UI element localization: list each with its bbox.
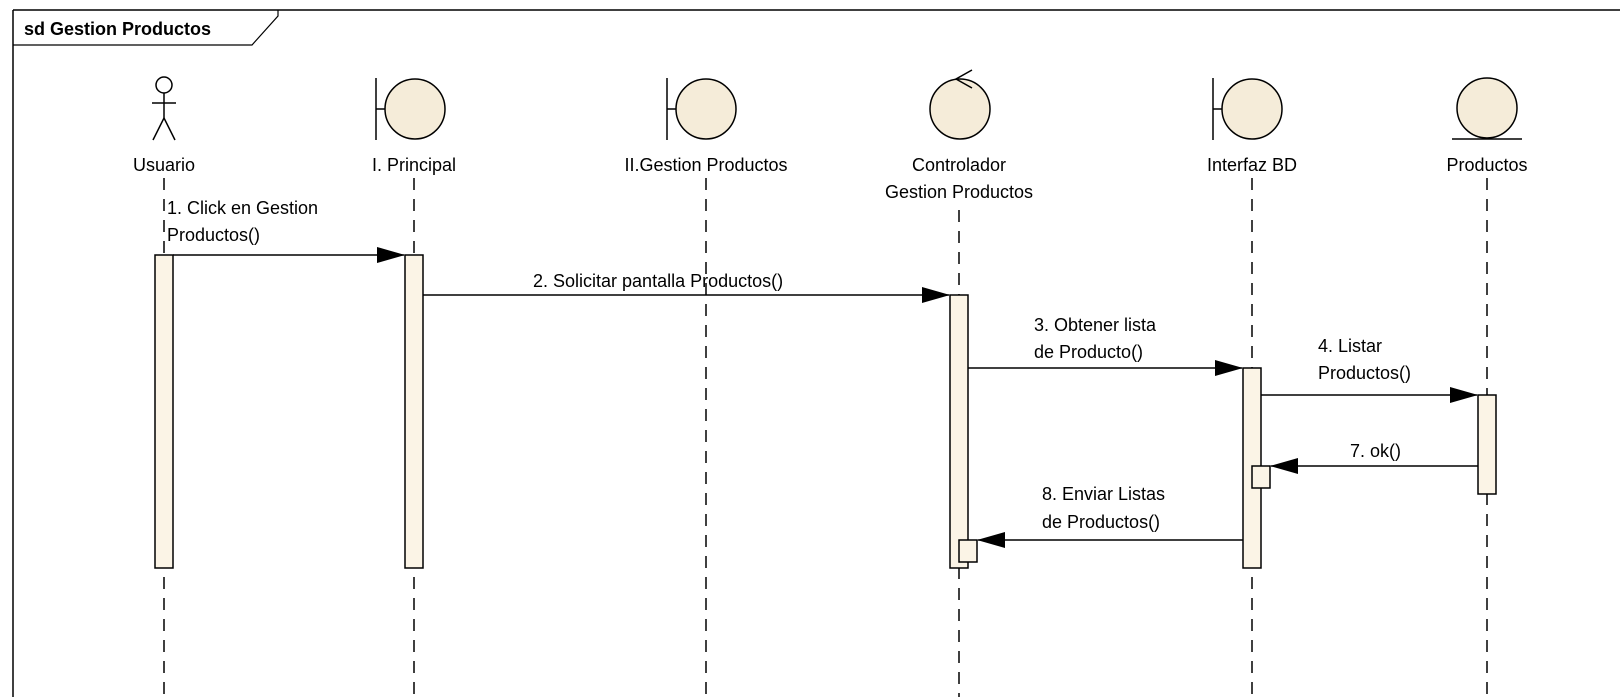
activation-controlador: [949, 294, 969, 569]
message-1-label-2: Productos(): [167, 225, 260, 245]
activation-principal: [404, 254, 424, 569]
message-3: 3. Obtener lista de Producto(): [968, 315, 1243, 376]
message-3-label: 3. Obtener lista: [1034, 315, 1157, 335]
label-productos: Productos: [1446, 155, 1527, 175]
message-7: 7. ok(): [1270, 441, 1478, 474]
control-icon: [929, 69, 991, 140]
boundary-icon: [666, 78, 737, 140]
frame-title: sd Gestion Productos: [24, 19, 211, 39]
message-4: 4. Listar Productos(): [1261, 336, 1478, 403]
activation-controlador-nested: [958, 539, 978, 563]
message-1: 1. Click en Gestion Productos(): [167, 198, 405, 263]
message-1-label: 1. Click en Gestion: [167, 198, 318, 218]
boundary-icon: [1212, 78, 1283, 140]
activations: [154, 254, 1497, 569]
message-4-label-2: Productos(): [1318, 363, 1411, 383]
message-2: 2. Solicitar pantalla Productos(): [423, 271, 950, 303]
message-4-label: 4. Listar: [1318, 336, 1382, 356]
participant-labels: Usuario I. Principal II.Gestion Producto…: [133, 155, 1528, 202]
activation-interfaz-nested: [1251, 465, 1271, 489]
boundary-icon: [375, 78, 446, 140]
message-8-label-2: de Productos(): [1042, 512, 1160, 532]
message-3-label-2: de Producto(): [1034, 342, 1143, 362]
lifelines: [163, 178, 1488, 697]
label-usuario: Usuario: [133, 155, 195, 175]
label-gestion-productos: II.Gestion Productos: [624, 155, 787, 175]
message-8: 8. Enviar Listas de Productos(): [977, 484, 1243, 548]
label-controlador-2: Gestion Productos: [885, 182, 1033, 202]
label-controlador: Controlador: [912, 155, 1006, 175]
message-8-label: 8. Enviar Listas: [1042, 484, 1165, 504]
entity-icon: [1452, 77, 1522, 140]
label-interfaz-bd: Interfaz BD: [1207, 155, 1297, 175]
activation-usuario: [154, 254, 174, 569]
diagram-frame: sd Gestion Productos: [12, 9, 1620, 697]
actor-icon: [152, 76, 176, 141]
label-principal: I. Principal: [372, 155, 456, 175]
message-7-label: 7. ok(): [1350, 441, 1401, 461]
message-2-label: 2. Solicitar pantalla Productos(): [533, 271, 783, 291]
activation-productos: [1477, 394, 1497, 495]
